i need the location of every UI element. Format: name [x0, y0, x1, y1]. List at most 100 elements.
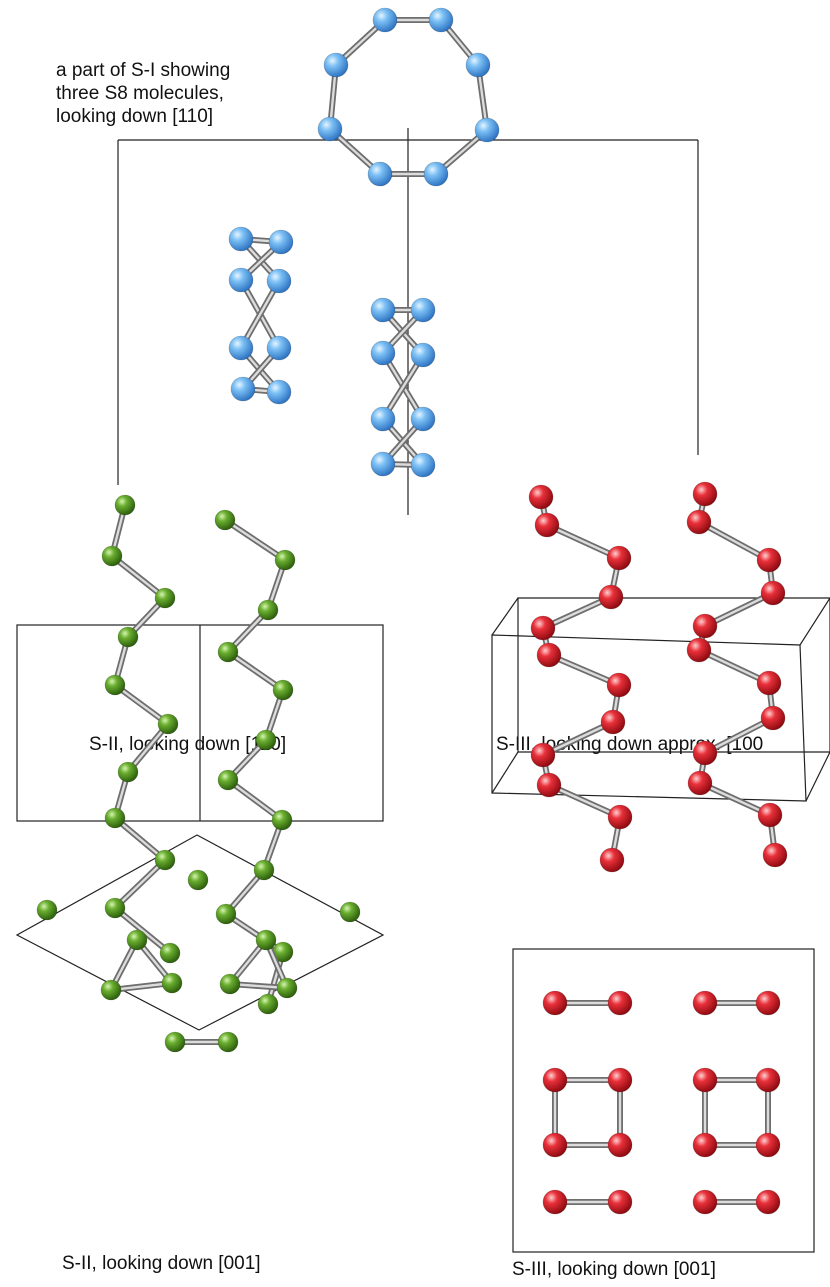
- s2-110-chain-2-bonds: [222, 517, 288, 1007]
- sulfur-atom: [370, 340, 396, 366]
- bond-highlight: [226, 650, 285, 692]
- sulfur-atom: [370, 297, 396, 323]
- sulfur-atom: [217, 1031, 239, 1053]
- sulfur-atom: [317, 116, 343, 142]
- s2-110-cell: [16, 624, 384, 822]
- s3-001-square-right: [692, 1067, 781, 1158]
- sulfur-atom: [187, 869, 209, 891]
- sulfur-atom: [372, 7, 398, 33]
- bond-highlight: [697, 520, 771, 562]
- s1-caption-line-2: three S8 molecules,: [56, 83, 224, 104]
- bond-highlight: [110, 554, 167, 600]
- sulfur-atom: [323, 52, 349, 78]
- sulfur-atom: [410, 406, 436, 432]
- bond-highlight: [126, 722, 170, 774]
- bond-highlight: [223, 518, 287, 562]
- sulfur-atom: [266, 379, 292, 405]
- sulfur-atom: [266, 335, 292, 361]
- s2-110-chain-2: [214, 509, 296, 1015]
- s3-001-cell: [512, 948, 815, 1253]
- s1-caption-line-3: looking down [110]: [56, 106, 213, 127]
- sulfur-atom: [755, 1067, 781, 1093]
- sulfur-atom: [370, 451, 396, 477]
- s2-110-caption: S-II, looking down [110]: [89, 734, 286, 755]
- sulfur-atom: [164, 1031, 186, 1053]
- s2-001-triangle-right: [219, 929, 298, 999]
- sulfur-atom: [528, 484, 554, 510]
- sulfur-atom: [536, 642, 562, 668]
- sulfur-atom: [692, 740, 718, 766]
- sulfur-atom: [534, 512, 560, 538]
- sulfur-atom: [367, 161, 393, 187]
- sulfur-atom: [339, 901, 361, 923]
- sulfur-atom: [272, 679, 294, 701]
- sulfur-atom: [692, 613, 718, 639]
- sulfur-atom: [474, 117, 500, 143]
- sulfur-atom: [756, 547, 782, 573]
- bond-highlight: [226, 778, 284, 822]
- sulfur-atom: [101, 545, 123, 567]
- s1-caption-line-1: a part of S-I showing: [56, 60, 230, 81]
- sulfur-atom: [217, 769, 239, 791]
- sulfur-atom: [756, 670, 782, 696]
- sulfur-atom: [257, 599, 279, 621]
- sulfur-atom: [607, 1067, 633, 1093]
- sulfur-atom: [686, 637, 712, 663]
- s3-100-chain-1: [528, 484, 633, 873]
- atoms-layer: [36, 7, 788, 1215]
- sulfur-atom: [276, 977, 298, 999]
- sulfur-atom: [36, 899, 58, 921]
- sulfur-atom: [114, 494, 136, 516]
- sulfur-atom: [410, 452, 436, 478]
- sulfur-atom: [757, 802, 783, 828]
- bond-highlight: [381, 353, 425, 421]
- sulfur-atom: [760, 705, 786, 731]
- sulfur-atom: [104, 807, 126, 829]
- sulfur-atom: [370, 406, 396, 432]
- s3-001-pair-bottom-left: [542, 1189, 633, 1215]
- sulfur-atom: [274, 549, 296, 571]
- sulfur-atom: [607, 1132, 633, 1158]
- s3-001-square-left-bonds: [552, 1077, 623, 1148]
- sulfur-atom: [230, 376, 256, 402]
- sulfur-atom: [219, 973, 241, 995]
- bond-highlight: [703, 716, 775, 755]
- sulfur-atom: [692, 1189, 718, 1215]
- sulfur-atom: [692, 481, 718, 507]
- sulfur-atom: [255, 929, 277, 951]
- sulfur-atom: [268, 229, 294, 255]
- bond-highlight: [697, 648, 771, 685]
- s3-100-chain-2: [686, 481, 788, 868]
- sulfur-atom: [257, 993, 279, 1015]
- sulfur-atom: [117, 761, 139, 783]
- sulfur-atom: [762, 842, 788, 868]
- sulfur-atom: [755, 1189, 781, 1215]
- sulfur-atom: [423, 161, 449, 187]
- sulfur-atom: [607, 1189, 633, 1215]
- s1-cell-lines: [117, 128, 699, 515]
- sulfur-atom: [607, 990, 633, 1016]
- sulfur-atom: [600, 709, 626, 735]
- s2-001-atom-top: [187, 869, 209, 891]
- s3-001-pair-bottom-right: [692, 1189, 781, 1215]
- s2-001-atom-right: [339, 901, 361, 923]
- sulfur-atom: [536, 772, 562, 798]
- sulfur-atom: [217, 641, 239, 663]
- sulfur-atom: [228, 335, 254, 361]
- sulfur-atom: [214, 509, 236, 531]
- s2-001-cell: [15, 834, 385, 1031]
- sulfur-atom: [542, 1189, 568, 1215]
- s1-ring-molecule: [317, 7, 500, 187]
- sulfur-atom: [542, 1067, 568, 1093]
- sulfur-atom: [161, 972, 183, 994]
- sulfur-atom: [606, 545, 632, 571]
- sulfur-atom: [266, 268, 292, 294]
- bond-highlight: [541, 720, 615, 757]
- sulfur-atom: [530, 742, 556, 768]
- sulfur-atom: [104, 897, 126, 919]
- sulfur-atom: [606, 672, 632, 698]
- bond-highlight: [113, 816, 167, 862]
- bond-highlight: [703, 591, 775, 628]
- s1-stack-molecule-1-bonds: [238, 236, 284, 395]
